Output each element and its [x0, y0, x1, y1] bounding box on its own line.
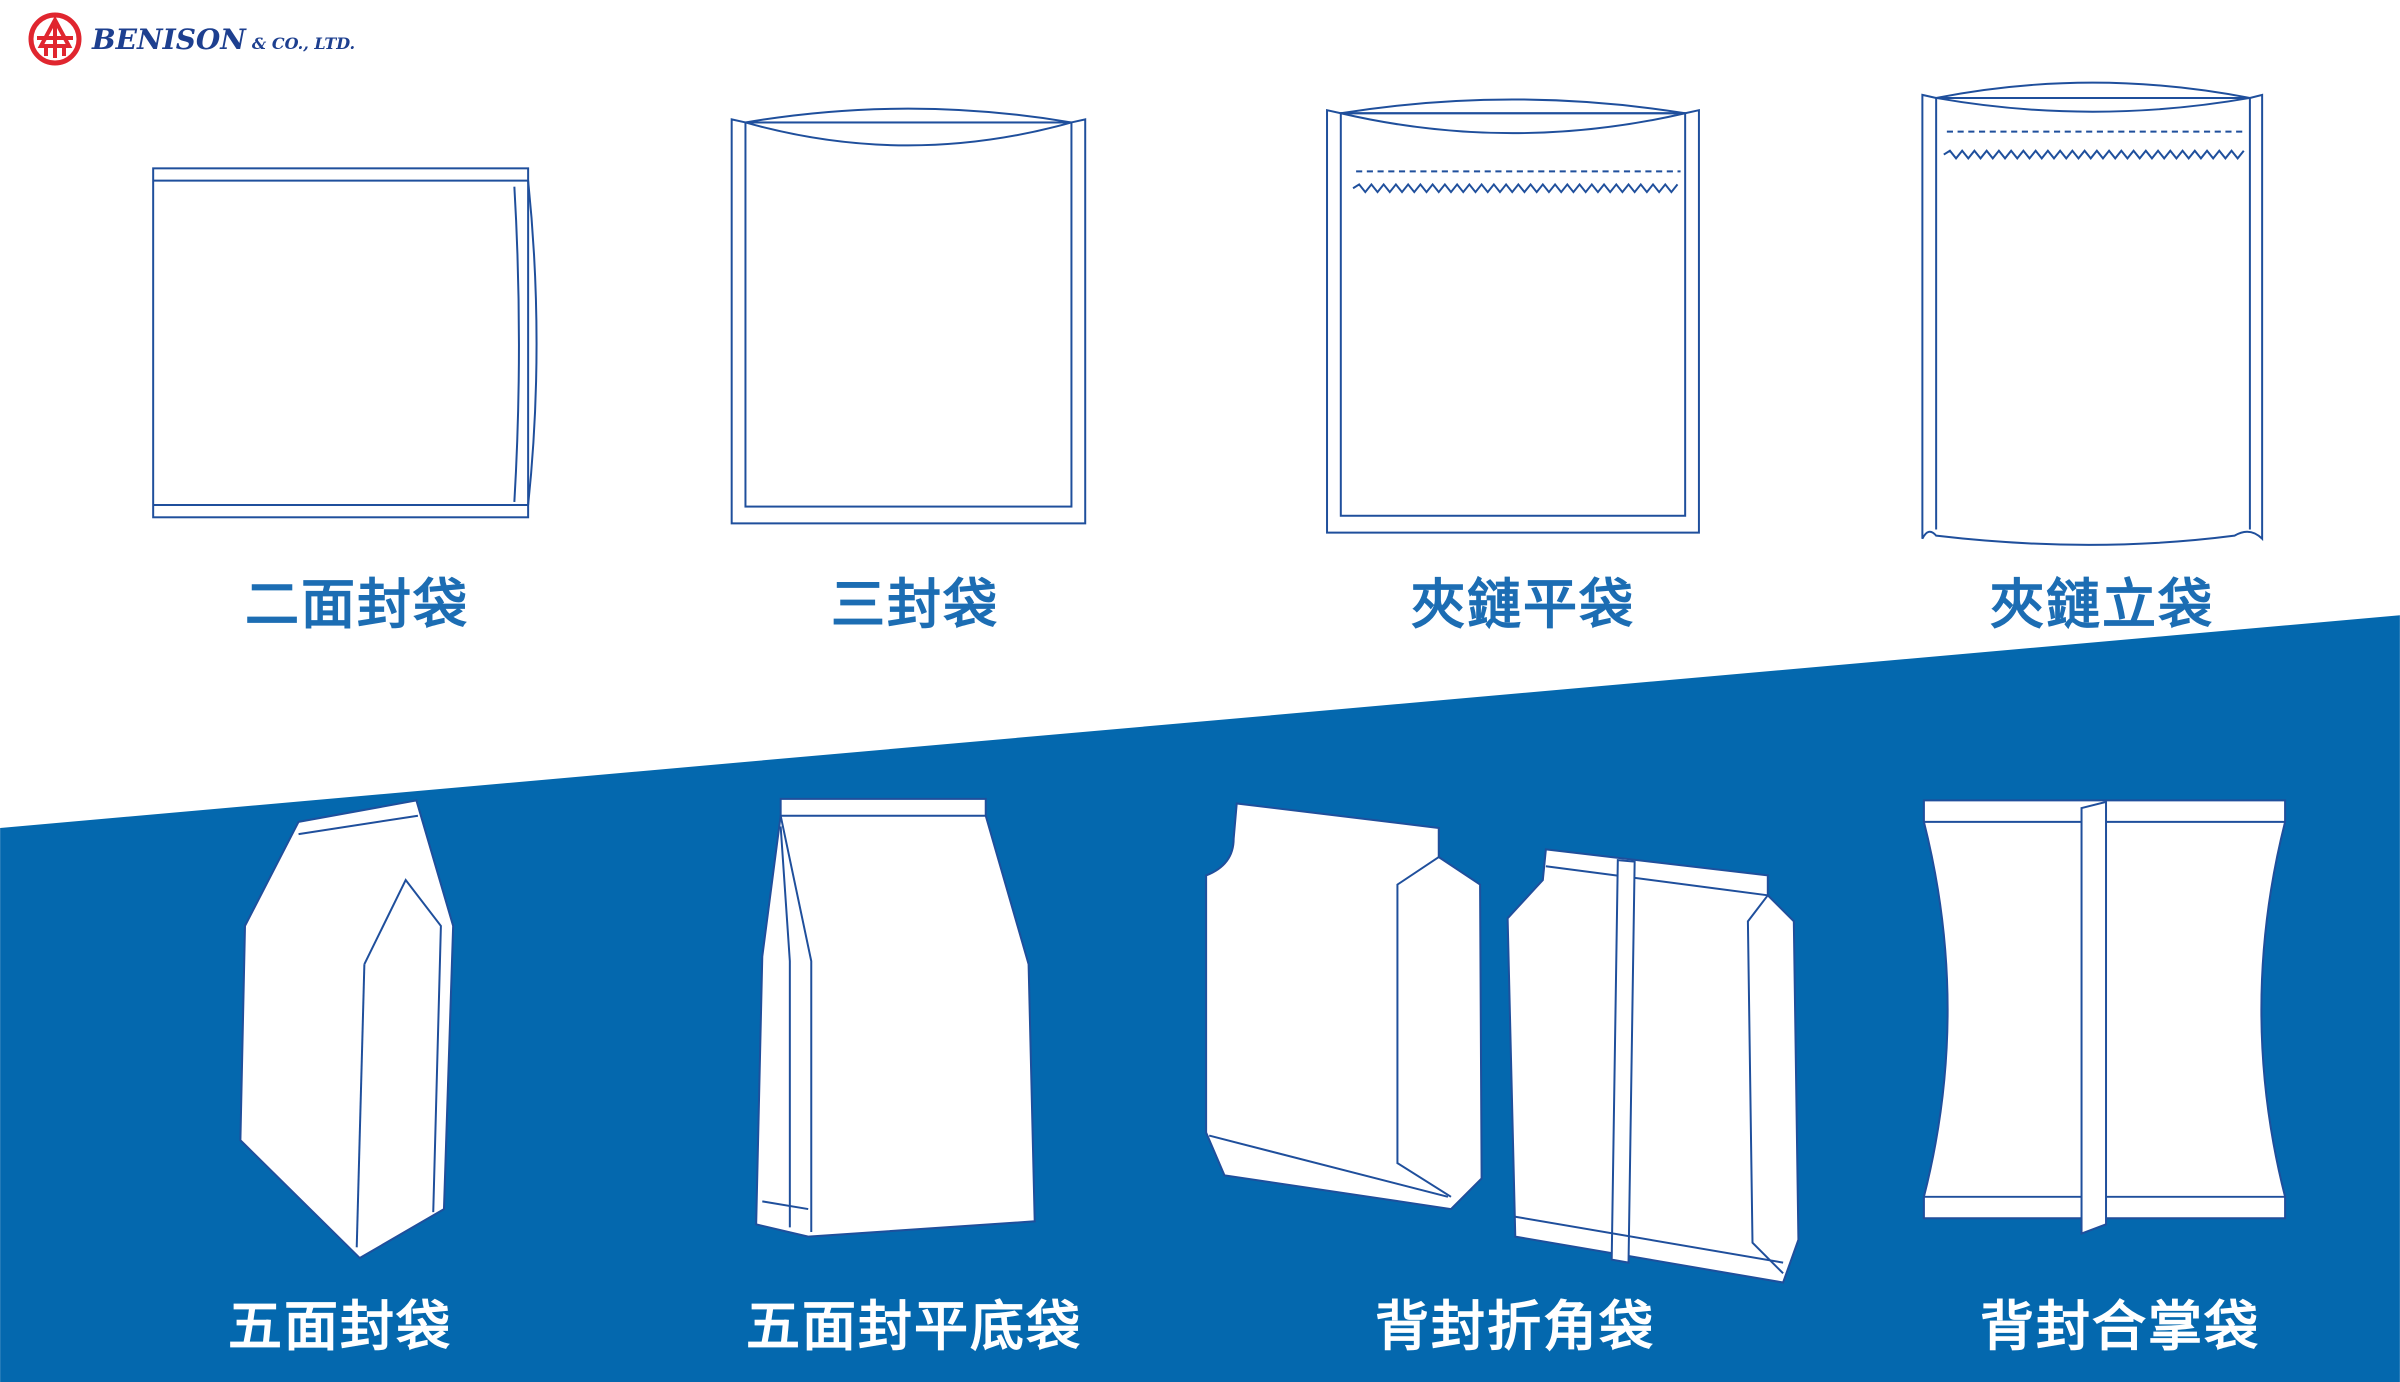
label-five-side-seal-bag: 五面封袋	[228, 1295, 452, 1358]
label-back-seal-fin-bag: 背封合掌袋	[1980, 1295, 2260, 1358]
three-side-seal-bag	[730, 107, 1087, 525]
company-logo: BENISON& CO., LTD.	[28, 12, 355, 66]
brand-suffix: & CO., LTD.	[251, 33, 356, 53]
five-side-seal-flat-bottom-bag	[755, 797, 1036, 1238]
five-side-seal-bag	[239, 799, 455, 1260]
zipper-line	[1943, 149, 2245, 160]
zipper-line	[1352, 182, 1679, 194]
label-two-side-seal-bag: 二面封袋	[245, 573, 469, 636]
back-seal-gusset-bag	[1205, 802, 1800, 1284]
label-three-side-seal-bag: 三封袋	[831, 573, 999, 636]
zipper-flat-bag	[1326, 98, 1700, 534]
back-seal-fin-bag	[1922, 799, 2287, 1235]
label-zipper-stand-up-bag: 夾鏈立袋	[1990, 573, 2214, 636]
label-five-side-seal-flat-bottom-bag: 五面封平底袋	[746, 1295, 1082, 1358]
benison-emblem-icon	[28, 12, 82, 66]
label-back-seal-gusset-bag: 背封折角袋	[1375, 1295, 1655, 1358]
two-side-seal-bag	[152, 167, 538, 519]
zipper-stand-up-bag	[1921, 81, 2264, 546]
brand-name: BENISON	[92, 22, 246, 56]
label-zipper-flat-bag: 夾鏈平袋	[1411, 573, 1635, 636]
blue-diagonal-background	[0, 615, 2400, 1382]
